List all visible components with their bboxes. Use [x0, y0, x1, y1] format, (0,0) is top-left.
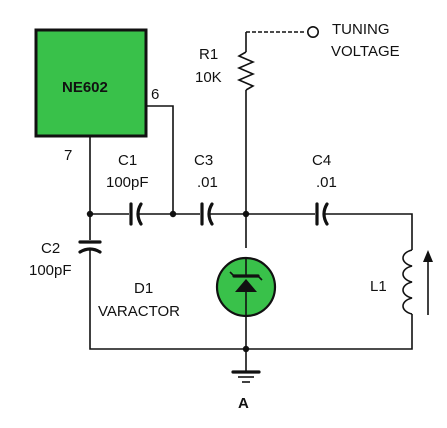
c2-ref-label: C2: [41, 240, 60, 257]
tuning-label-line1: TUNING: [332, 21, 390, 38]
c4-value-label: .01: [316, 174, 337, 191]
c1-ref-label: C1: [118, 152, 137, 169]
capacitor-icon: [246, 202, 413, 250]
varactor-diode-icon: [215, 256, 277, 318]
ground-label: A: [238, 395, 249, 412]
ground-icon: [231, 370, 261, 383]
c3-ref-label: C3: [194, 152, 213, 169]
c3-value-label: .01: [197, 174, 218, 191]
resistor-icon: [236, 51, 256, 91]
c1-value-label: 100pF: [106, 174, 149, 191]
d1-ref-label: D1: [134, 280, 153, 297]
l1-ref-label: L1: [370, 278, 387, 295]
ic-body: [34, 28, 148, 138]
capacitor-icon: [78, 214, 246, 350]
tuning-terminal-icon: [246, 25, 319, 38]
inductor-icon: [246, 249, 413, 350]
capacitor-icon: [90, 202, 173, 226]
ic-ne602: NE602: [34, 28, 148, 138]
pin-6-label: 6: [151, 86, 159, 103]
r1-ref-label: R1: [199, 46, 218, 63]
r1-value-label: 10K: [195, 69, 222, 86]
pin-7-label: 7: [64, 147, 72, 164]
capacitor-icon: [173, 202, 246, 226]
d1-type-label: VARACTOR: [98, 303, 180, 320]
tuning-label-line2: VOLTAGE: [331, 43, 400, 60]
wire-pin6: [146, 105, 174, 214]
c2-value-label: 100pF: [29, 262, 72, 279]
ic-label: NE602: [62, 79, 108, 96]
arrow-up-icon: [423, 250, 433, 315]
c4-ref-label: C4: [312, 152, 331, 169]
